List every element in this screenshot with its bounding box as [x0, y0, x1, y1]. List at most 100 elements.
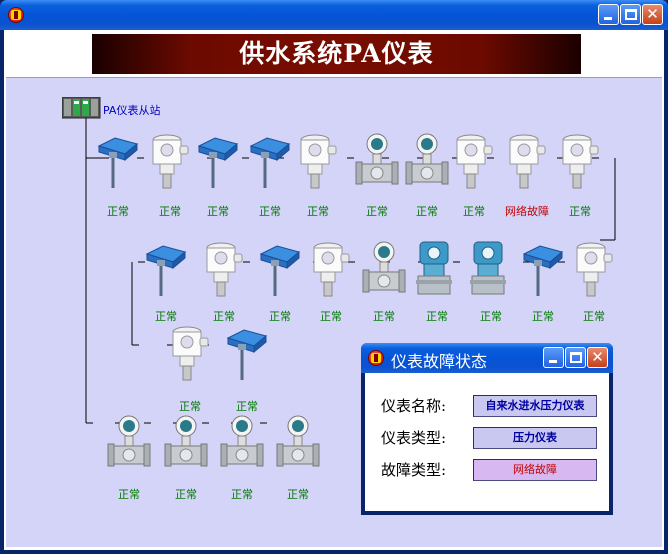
device-status: 正常: [569, 205, 591, 218]
flow-icon: [107, 415, 151, 467]
pressure-icon: [456, 134, 493, 189]
pressure-icon: [576, 242, 613, 297]
maximize-icon: [570, 352, 582, 363]
instrument-type-value: 压力仪表: [473, 427, 597, 449]
transmitter-instrument[interactable]: [468, 240, 508, 302]
temperature-instrument[interactable]: [520, 240, 566, 302]
flow-instrument[interactable]: [361, 240, 407, 302]
device-status: 正常: [307, 205, 329, 218]
flow-icon: [355, 133, 399, 185]
close-button[interactable]: ✕: [642, 4, 663, 25]
temperature-icon: [97, 137, 139, 188]
device-status: 正常: [320, 310, 342, 323]
flow-instrument[interactable]: [106, 414, 152, 476]
instrument-name-label: 仪表名称:: [381, 397, 447, 415]
pressure-instrument[interactable]: [571, 240, 615, 302]
pressure-instrument[interactable]: [167, 324, 211, 386]
device-status: 正常: [463, 205, 485, 218]
pressure-icon: [562, 134, 599, 189]
temperature-instrument[interactable]: [143, 240, 189, 302]
dialog-title: 仪表故障状态: [391, 352, 488, 371]
temperature-icon: [145, 245, 187, 296]
temperature-icon: [249, 137, 291, 188]
temperature-instrument[interactable]: [95, 132, 141, 194]
slave-station[interactable]: [61, 96, 102, 123]
transmitter-instrument[interactable]: [414, 240, 454, 302]
device-status: 正常: [373, 310, 395, 323]
header-banner: 供水系统PA仪表: [92, 34, 581, 74]
minimize-icon: [604, 17, 612, 20]
device-status: 正常: [107, 205, 129, 218]
flow-instrument[interactable]: [275, 414, 321, 476]
pressure-icon: [313, 242, 350, 297]
device-status: 正常: [259, 205, 281, 218]
maximize-button[interactable]: [620, 4, 641, 25]
device-status: 正常: [480, 310, 502, 323]
temperature-icon: [197, 137, 239, 188]
device-status: 正常: [583, 310, 605, 323]
temperature-icon: [259, 245, 301, 296]
title-bar[interactable]: ✕: [0, 0, 668, 30]
device-status: 正常: [416, 205, 438, 218]
close-icon: ✕: [591, 348, 604, 366]
transmitter-icon: [470, 241, 506, 295]
temperature-instrument[interactable]: [257, 240, 303, 302]
device-status: 正常: [159, 205, 181, 218]
device-status: 正常: [175, 488, 197, 501]
temperature-instrument[interactable]: [224, 324, 270, 386]
instrument-type-label: 仪表类型:: [381, 429, 447, 447]
device-status: 正常: [231, 488, 253, 501]
maximize-icon: [625, 9, 637, 20]
flow-instrument[interactable]: [354, 132, 400, 194]
device-status: 正常: [118, 488, 140, 501]
flow-instrument[interactable]: [163, 414, 209, 476]
device-status: 正常: [287, 488, 309, 501]
temperature-instrument[interactable]: [247, 132, 293, 194]
temperature-icon: [226, 329, 268, 380]
slave-station-label: PA仪表从站: [103, 104, 161, 117]
device-status: 正常: [207, 205, 229, 218]
flow-icon: [276, 415, 320, 467]
temperature-instrument[interactable]: [195, 132, 241, 194]
minimize-button[interactable]: [598, 4, 619, 25]
pressure-instrument[interactable]: [147, 132, 191, 194]
dialog-app-icon[interactable]: [367, 349, 385, 367]
device-status: 正常: [179, 400, 201, 413]
pressure-instrument[interactable]: [308, 240, 352, 302]
pressure-instrument[interactable]: [451, 132, 495, 194]
device-status: 正常: [366, 205, 388, 218]
device-status: 正常: [236, 400, 258, 413]
device-status: 正常: [532, 310, 554, 323]
fault-type-value: 网络故障: [473, 459, 597, 481]
flow-icon: [362, 241, 406, 293]
dialog-close-button[interactable]: ✕: [587, 347, 608, 368]
minimize-icon: [549, 360, 557, 363]
fault-type-label: 故障类型:: [381, 461, 447, 479]
pressure-icon: [152, 134, 189, 189]
flow-icon: [405, 133, 449, 185]
fault-status-dialog: 仪表故障状态 ✕ 仪表名称: 自来水进水压力仪表 仪表类型: 压力仪表 故障类型…: [361, 343, 613, 515]
pressure-instrument[interactable]: [504, 132, 548, 194]
flow-instrument[interactable]: [404, 132, 450, 194]
plc-icon: [61, 96, 101, 119]
device-status: 网络故障: [505, 205, 549, 218]
pressure-icon: [206, 242, 243, 297]
dialog-maximize-button[interactable]: [565, 347, 586, 368]
pressure-icon: [509, 134, 546, 189]
device-status: 正常: [269, 310, 291, 323]
page-title: 供水系统PA仪表: [239, 39, 434, 68]
close-icon: ✕: [646, 5, 659, 23]
app-icon[interactable]: [7, 6, 25, 24]
device-status: 正常: [426, 310, 448, 323]
flow-instrument[interactable]: [219, 414, 265, 476]
flow-icon: [220, 415, 264, 467]
transmitter-icon: [416, 241, 452, 295]
temperature-icon: [522, 245, 564, 296]
dialog-minimize-button[interactable]: [543, 347, 564, 368]
device-status: 正常: [213, 310, 235, 323]
pressure-instrument[interactable]: [295, 132, 339, 194]
pressure-instrument[interactable]: [557, 132, 601, 194]
dialog-title-bar[interactable]: 仪表故障状态 ✕: [361, 343, 613, 373]
pressure-instrument[interactable]: [201, 240, 245, 302]
instrument-name-value: 自来水进水压力仪表: [473, 395, 597, 417]
